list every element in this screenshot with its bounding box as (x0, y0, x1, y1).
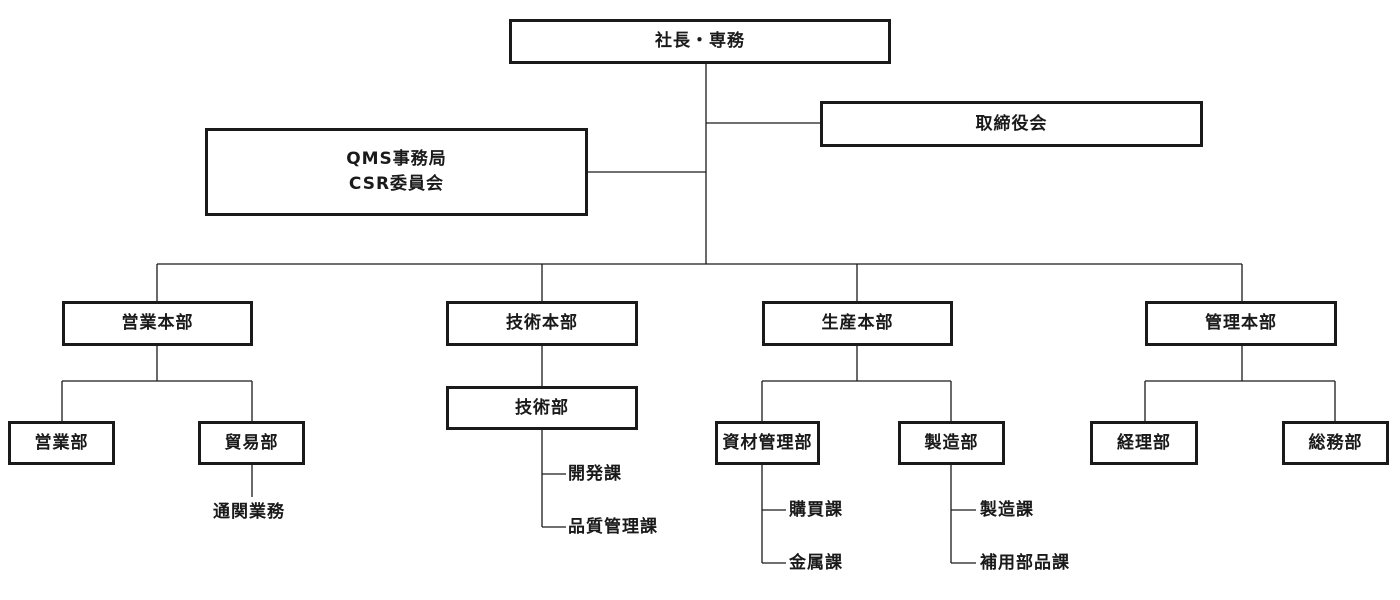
section-manufacturing: 製造課 (980, 500, 1034, 520)
node-engineering-department: 技術部 (446, 386, 638, 430)
section-development: 開発課 (568, 464, 622, 484)
section-purchasing: 購買課 (789, 500, 843, 520)
node-sales-division: 営業本部 (62, 301, 253, 346)
node-sales-department: 営業部 (8, 421, 115, 465)
section-spare-parts: 補用部品課 (980, 553, 1070, 573)
section-metals: 金属課 (789, 553, 843, 573)
staff-qms-office: QMS事務局 (346, 149, 447, 170)
node-president: 社長・専務 (509, 19, 891, 64)
node-technology-division: 技術本部 (446, 301, 638, 346)
node-general-affairs-department: 総務部 (1282, 421, 1389, 465)
node-administration-division: 管理本部 (1145, 301, 1337, 346)
node-trade-department: 貿易部 (198, 421, 305, 465)
staff-csr-committee: CSR委員会 (348, 174, 445, 194)
node-materials-department: 資材管理部 (715, 421, 820, 465)
node-production-division: 生産本部 (762, 301, 953, 346)
node-staff: QMS事務局 CSR委員会 (205, 128, 588, 216)
section-customs: 通関業務 (213, 502, 285, 522)
node-accounting-department: 経理部 (1090, 421, 1198, 465)
node-board: 取締役会 (820, 101, 1203, 147)
node-manufacturing-department: 製造部 (898, 421, 1005, 465)
section-quality-control: 品質管理課 (568, 517, 658, 537)
